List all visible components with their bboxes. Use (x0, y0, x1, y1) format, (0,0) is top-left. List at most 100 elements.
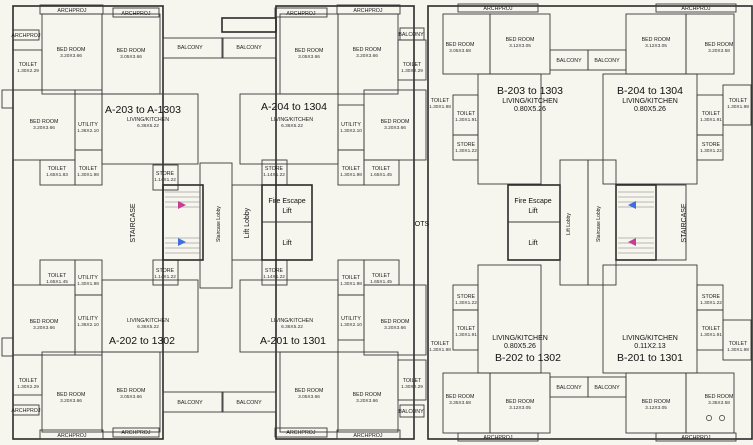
room-dim: 6.36X5.22 (137, 123, 159, 129)
archproj-label: ARCHPROJ (121, 430, 150, 436)
fire-escape-label-right: Fire Escape (514, 198, 551, 205)
room-label: TOILET (19, 62, 38, 68)
room-dim: 1.36X2.10 (77, 322, 99, 328)
room-label: TOILET (342, 275, 361, 281)
room-label: UTILITY (341, 316, 361, 322)
room-label: BED ROOM (642, 37, 671, 43)
room-label: BED ROOM (446, 42, 475, 48)
room-label: TOILET (431, 341, 450, 347)
room-dim: 1.30X1.91 (700, 117, 722, 123)
room-dim: 1.65X1.83 (46, 172, 68, 178)
unit-b203-rooms: BED ROOM 3.05X3.58 BED ROOM 3.12X3.05 TO… (429, 37, 558, 154)
staircase-lobby-label-right: Staircase Lobby (596, 206, 602, 242)
room-dim: 1.30X1.91 (455, 332, 477, 338)
lift-lobby-label-left: Lift Lobby (244, 207, 251, 238)
room-label: TOILET (729, 341, 748, 347)
room-dim: 1.30X1.91 (700, 332, 722, 338)
room-dim: 1.65X1.45 (46, 279, 68, 285)
archproj-label: ARCHPROJ (57, 433, 86, 439)
room-label: STORE (156, 268, 175, 274)
room-dim: 0.80X5.26 (514, 106, 546, 113)
room-dim: 1.30X1.91 (455, 117, 477, 123)
archproj-label: ARCHPROJ (681, 435, 710, 441)
room-dim: 3.35X3.58 (449, 400, 471, 406)
room-label: TOILET (372, 273, 391, 279)
room-label: STORE (265, 166, 284, 172)
archproj-label: ARCHPROJ (353, 433, 382, 439)
lift-lobby-label-right: Lift Lobby (566, 213, 572, 235)
room-dim: 1.30X1.98 (727, 347, 749, 353)
room-label: BED ROOM (705, 42, 734, 48)
room-label: BED ROOM (642, 399, 671, 405)
room-dim: 3.20X3.66 (356, 398, 378, 404)
unit-b202-rooms: STORE 1.30X1.22 TOILET 1.30X1.91 TOILET … (429, 294, 548, 411)
archproj-label: ARCHPROJ (483, 435, 512, 441)
room-label: TOILET (457, 326, 476, 332)
room-dim: 1.30X2.10 (340, 322, 362, 328)
unit-a204-rooms: BED ROOM 3.05X3.66 BED ROOM 3.20X3.66 TO… (263, 47, 423, 178)
room-label: BED ROOM (57, 392, 86, 398)
room-dim: 3.20X3.66 (60, 53, 82, 59)
room-label: STORE (156, 171, 175, 177)
room-dim: 1.30X2.10 (340, 128, 362, 134)
room-label: LIVING/KITCHEN (622, 335, 678, 342)
room-label: BED ROOM (295, 388, 324, 394)
room-label: BED ROOM (30, 119, 59, 125)
room-label: TOILET (729, 98, 748, 104)
room-dim: 0.80X5.26 (504, 343, 536, 350)
room-label: UTILITY (78, 122, 98, 128)
room-label: BED ROOM (117, 48, 146, 54)
room-dim: 1.30X1.98 (429, 347, 451, 353)
unit-title-b204: B-204 to 1304 (617, 85, 683, 97)
room-dim: 1.30X1.98 (77, 172, 99, 178)
room-dim: 3.20X3.66 (60, 398, 82, 404)
balcony-label: BALCONY (398, 409, 424, 415)
room-dim: 3.20X3.58 (708, 48, 730, 54)
room-dim: 3.05X3.66 (120, 54, 142, 60)
room-label: TOILET (79, 166, 98, 172)
room-dim: 3.20X3.66 (33, 125, 55, 131)
room-dim: 0.80X5.26 (634, 106, 666, 113)
room-dim: 3.12X3.05 (509, 405, 531, 411)
archproj-label: ARCHPROJ (11, 33, 40, 39)
archproj-label: ARCHPROJ (11, 408, 40, 414)
room-dim: 1.30X1.98 (340, 172, 362, 178)
room-label: BED ROOM (57, 47, 86, 53)
room-label: BED ROOM (353, 392, 382, 398)
unit-title-b201: B-201 to 1301 (617, 352, 683, 364)
unit-title-a204: A-204 to 1304 (261, 101, 327, 113)
room-label: STORE (457, 294, 476, 300)
room-label: BED ROOM (506, 37, 535, 43)
room-label: BED ROOM (446, 394, 475, 400)
lift-label-right-lower: Lift (528, 240, 537, 247)
staircase-label-right: STAIRCASE (681, 203, 688, 242)
room-label: TOILET (702, 326, 721, 332)
marker-icons (706, 415, 725, 421)
balcony-label: BALCONY (177, 400, 203, 406)
room-dim: 1.30X2.29 (401, 68, 423, 74)
balcony-label: BALCONY (177, 45, 203, 51)
stair-arrows (178, 201, 636, 246)
unit-a203-rooms: BED ROOM 3.20X3.66 BED ROOM 3.05X3.66 TO… (17, 47, 176, 183)
archproj-label: ARCHPROJ (681, 6, 710, 12)
room-label: BED ROOM (705, 394, 734, 400)
room-dim: 6.36X5.22 (137, 324, 159, 330)
balcony-label: BALCONY (398, 32, 424, 38)
room-label: LIVING/KITCHEN (127, 117, 169, 123)
archproj-label: ARCHPROJ (57, 8, 86, 14)
balcony-label: BALCONY (594, 58, 620, 64)
room-dim: 1.65X1.45 (370, 172, 392, 178)
room-dim: 1.30X1.98 (77, 281, 99, 287)
room-dim: 3.20X3.66 (33, 325, 55, 331)
room-dim: 1.30X1.22 (455, 300, 477, 306)
room-label: STORE (702, 142, 721, 148)
room-dim: 3.35X3.58 (708, 400, 730, 406)
room-label: TOILET (372, 166, 391, 172)
room-label: TOILET (403, 378, 422, 384)
walls (1, 3, 753, 442)
room-dim: 1.30X2.29 (17, 68, 39, 74)
room-dim: 1.30X1.98 (340, 281, 362, 287)
balcony-label: BALCONY (556, 385, 582, 391)
archproj-label: ARCHPROJ (483, 6, 512, 12)
balcony-label: BALCONY (594, 385, 620, 391)
